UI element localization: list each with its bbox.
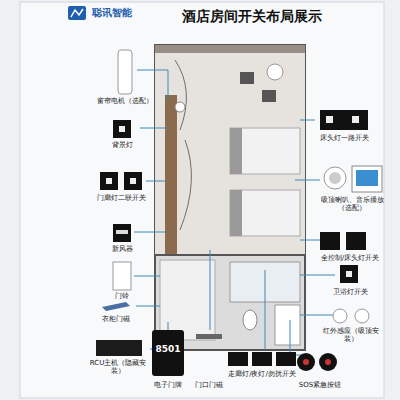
device-label: SOS紧急按钮 (295, 381, 345, 389)
device-label: 新风器 (102, 245, 142, 253)
device-label: 吸顶喇叭、音乐播放（选配） (319, 196, 385, 212)
device-label: 门铃 (107, 292, 137, 300)
device-label: 门廊灯二联开关 (89, 194, 153, 202)
device-label: 床头灯一路开关 (312, 134, 376, 142)
device-label: 背景灯 (102, 141, 142, 149)
page-title: 酒店房间开关布局展示 (182, 8, 322, 26)
device-label: 门口门磁 (189, 381, 229, 389)
device-label: 走廊灯/夜灯/勿扰开关 (226, 370, 298, 378)
room-plan (155, 45, 305, 350)
device-label: RCU主机（隐藏安装） (89, 359, 147, 375)
panel (20, 2, 384, 398)
device-label: 窗帘电机（选配） (93, 97, 157, 105)
logo-mark (68, 6, 86, 20)
device-label: 电子门牌 (148, 381, 188, 389)
logo-text: 聪讯智能 (87, 7, 137, 19)
device-label: 红外感应（吸顶安装） (322, 327, 380, 343)
device-label: 全控制/床头灯开关 (319, 254, 381, 262)
leader-lines (134, 70, 335, 355)
device-label: 衣柜门磁 (96, 315, 136, 323)
room-number: 8501 (153, 344, 183, 354)
device-label: 卫浴灯开关 (326, 288, 374, 296)
